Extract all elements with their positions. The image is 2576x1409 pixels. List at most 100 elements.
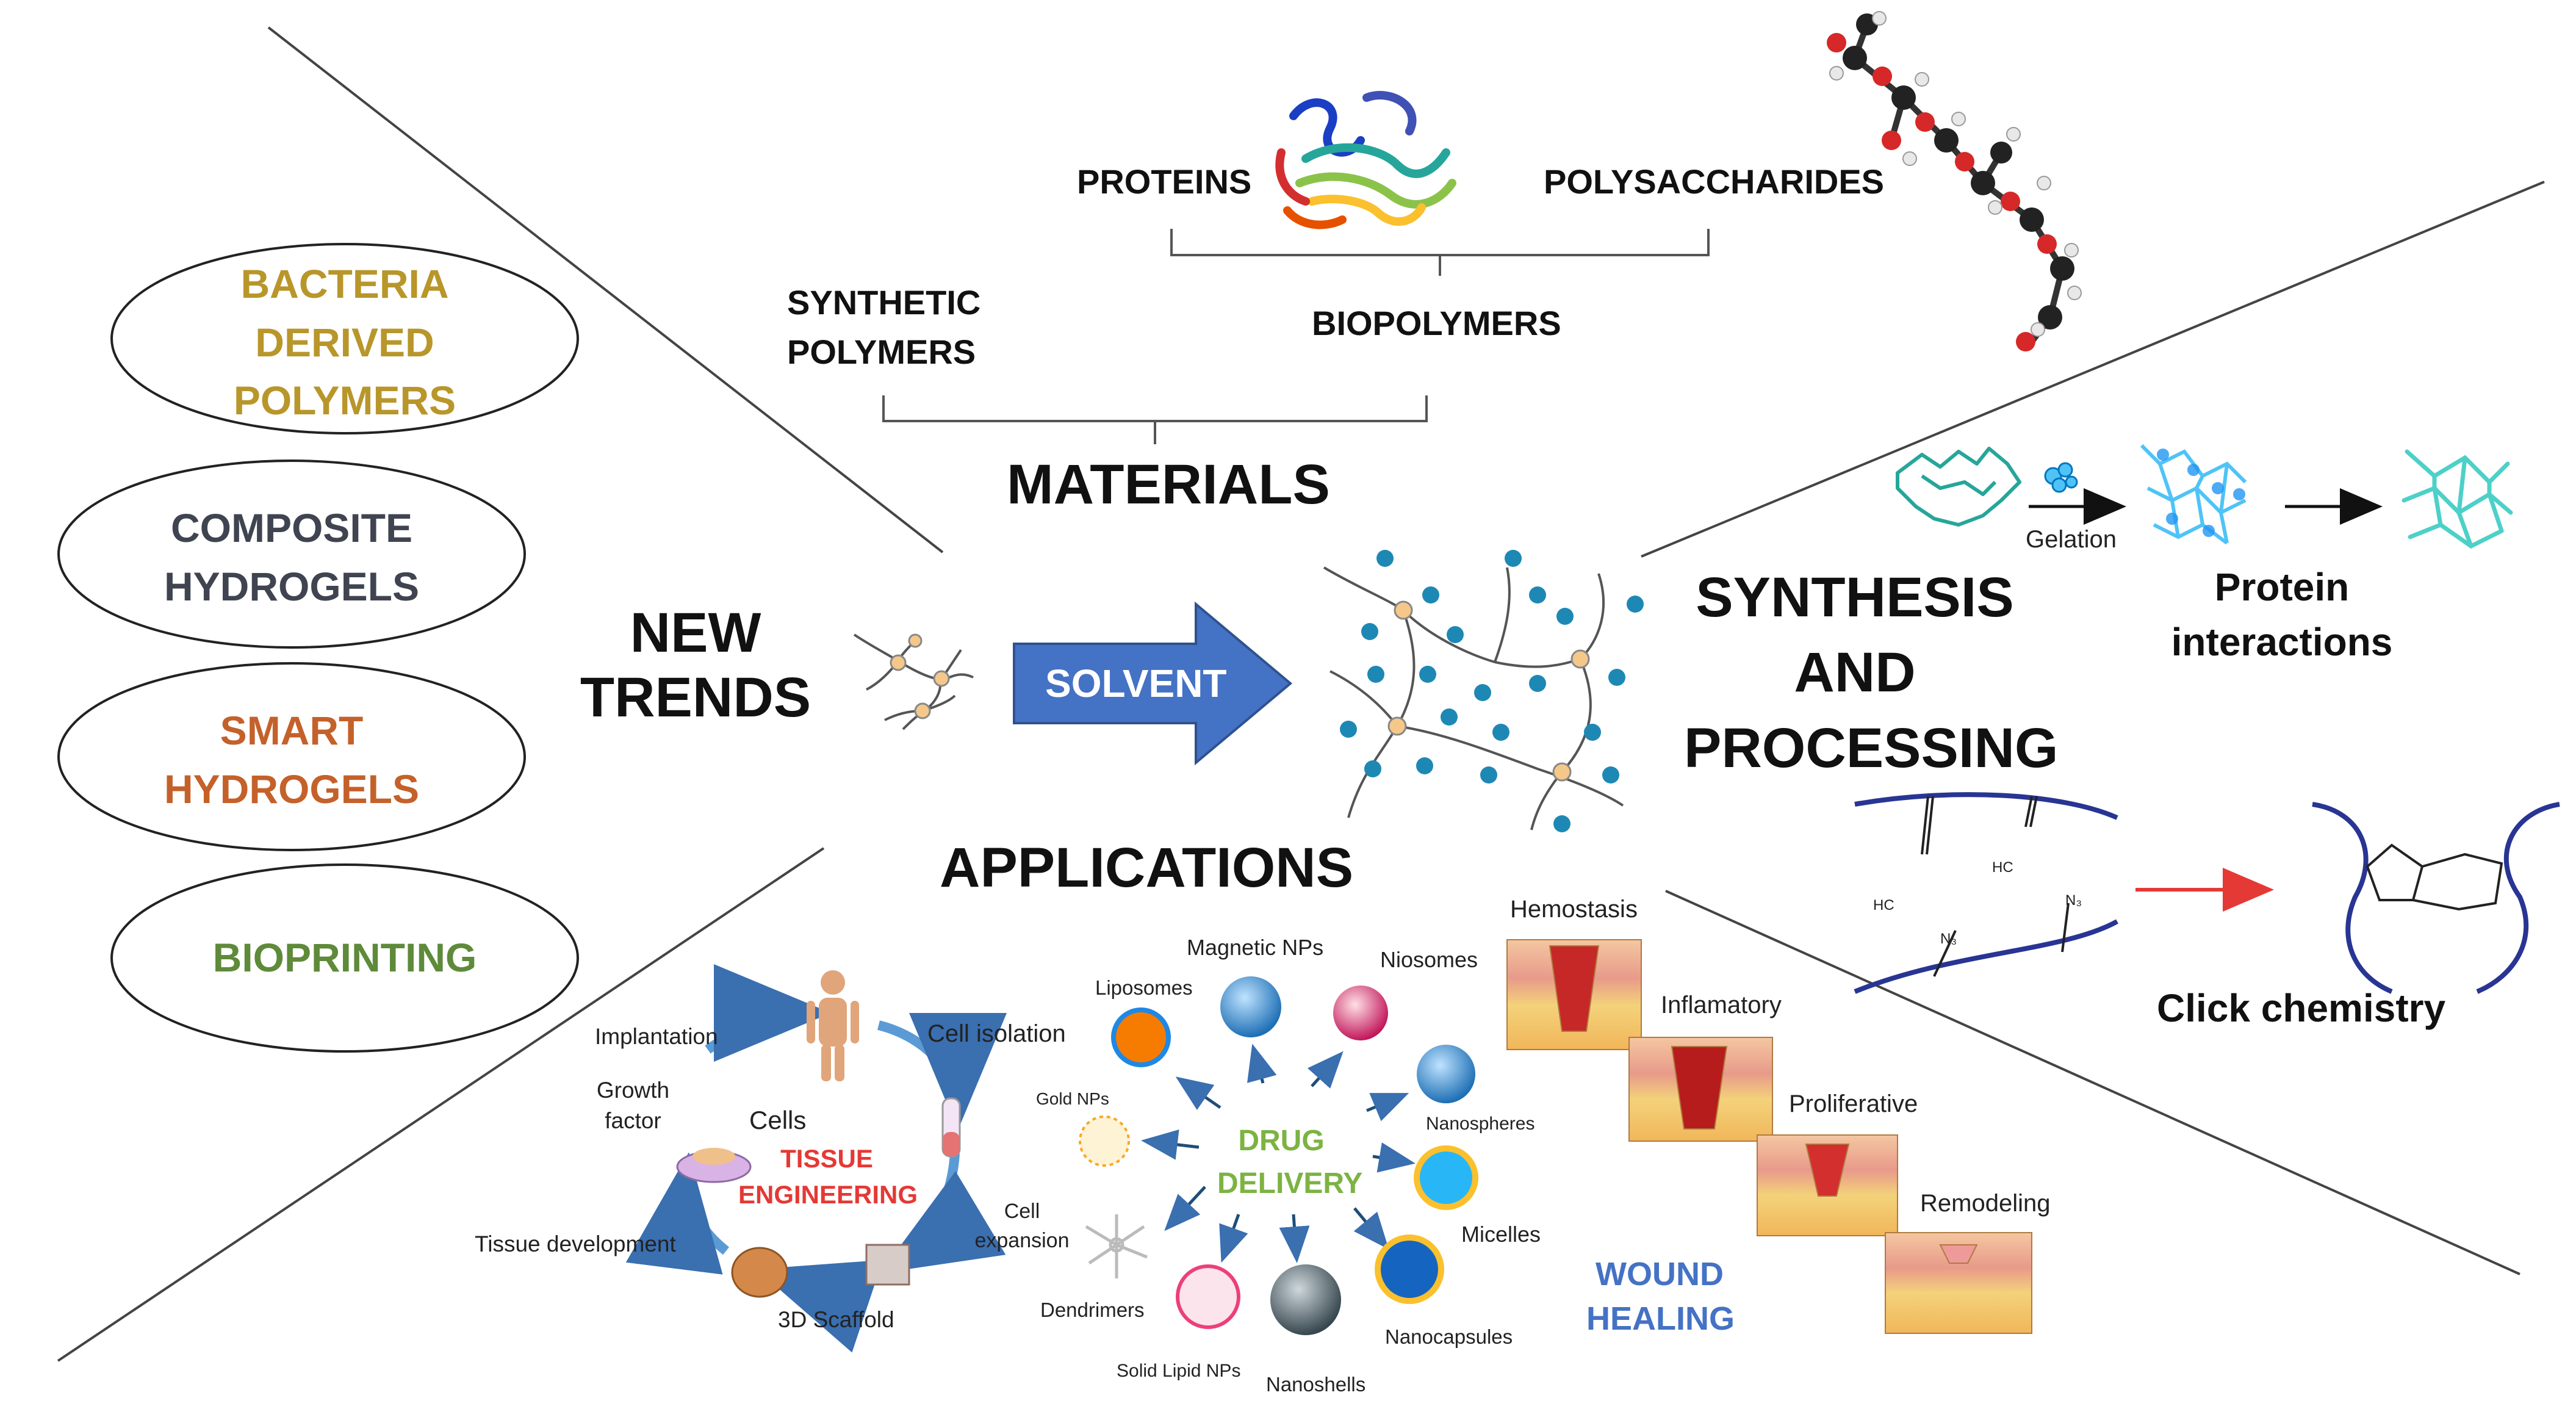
cells-label: Cells — [749, 1106, 807, 1134]
hemostasis-label: Hemostasis — [1510, 896, 1638, 923]
gold-nps-label: Gold NPs — [1036, 1089, 1109, 1108]
protein-structure-image — [1275, 91, 1456, 229]
liposomes-label: Liposomes — [1095, 976, 1193, 999]
synthesis-processing-title: SYNTHESIS AND PROCESSING — [1684, 560, 2059, 786]
scaffold-icon — [731, 1244, 910, 1298]
smart-line-2: HYDROGELS — [164, 766, 420, 812]
nanocapsules-label: Nanocapsules — [1385, 1325, 1513, 1348]
synthesis-line-3: PROCESSING — [1684, 716, 2059, 779]
divider-top-left — [267, 26, 944, 553]
dendrimers-icon — [1085, 1214, 1148, 1278]
bioprinting-label: BIOPRINTING — [210, 929, 479, 987]
gelation-label: Gelation — [2026, 526, 2117, 553]
click-hc-label-2: HC — [1992, 859, 2013, 876]
new-trends-line-1: NEW — [630, 602, 761, 664]
divider-lines — [57, 26, 2545, 1362]
nanospheres-label: Nanospheres — [1426, 1114, 1535, 1134]
tissue-engineering-label: TISSUE ENGINEERING — [738, 1141, 918, 1213]
magnetic-nps-label: Magnetic NPs — [1187, 935, 1324, 960]
growth-factor-line-2: factor — [605, 1108, 661, 1133]
human-figure-icon — [807, 970, 859, 1081]
niosomes-label: Niosomes — [1380, 947, 1478, 972]
bacteria-derived-polymers-label: BACTERIA DERIVED POLYMERS — [223, 255, 467, 430]
click-chemistry-scheme-image — [1854, 792, 2560, 994]
click-n3-label-1: N₃ — [2065, 892, 2082, 909]
divider-bottom-left — [57, 847, 825, 1362]
biopolymers-label: BIOPOLYMERS — [1312, 304, 1561, 342]
bacteria-line-1: BACTERIA — [240, 261, 449, 306]
bracket-materials — [882, 395, 1428, 444]
nanoshells-icon — [1270, 1264, 1341, 1335]
protein-interactions-line-1: Protein — [2214, 565, 2350, 609]
synthesis-line-1: SYNTHESIS — [1696, 566, 2014, 629]
wound-healing-line-2: HEALING — [1586, 1300, 1735, 1337]
divider-top-right — [1641, 181, 2545, 558]
synthesis-line-2: AND — [1794, 641, 1916, 704]
smart-line-1: SMART — [220, 708, 364, 753]
cell-expansion-line-1: Cell — [1004, 1200, 1040, 1223]
bracket-biopolymers — [1170, 229, 1710, 276]
synthetic-polymers-label: SYNTHETIC POLYMERS — [787, 278, 980, 377]
composite-line-2: HYDROGELS — [164, 563, 420, 609]
micelles-label: Micelles — [1461, 1222, 1541, 1247]
growth-factor-label: Growth factor — [589, 1075, 677, 1136]
wound-stage-remodeling — [1885, 1232, 2032, 1334]
nanocapsules-icon — [1375, 1234, 1444, 1304]
tissue-engineering-line-1: TISSUE — [780, 1144, 873, 1173]
nanospheres-icon — [1417, 1045, 1475, 1103]
new-trends-line-2: TRENDS — [580, 666, 811, 729]
wound-healing-line-1: WOUND — [1596, 1256, 1724, 1292]
materials-brackets — [882, 229, 1710, 444]
solid-lipid-nps-label: Solid Lipid NPs — [1117, 1361, 1241, 1381]
test-tube-icon — [941, 1097, 961, 1158]
divider-bottom-right — [1665, 890, 2520, 1275]
composite-line-1: COMPOSITE — [170, 505, 413, 550]
implantation-label: Implantation — [595, 1024, 718, 1049]
protein-interactions-line-2: interactions — [2171, 619, 2393, 664]
wound-stage-inflamatory — [1628, 1037, 1773, 1142]
growth-factor-line-1: Growth — [596, 1078, 670, 1103]
gold-nps-icon — [1079, 1115, 1130, 1167]
ellipse-bacteria — [110, 243, 579, 434]
dendrimers-label: Dendrimers — [1040, 1299, 1145, 1321]
proteins-label: PROTEINS — [1077, 162, 1252, 201]
polysaccharide-molecule-image — [1827, 11, 2082, 351]
petri-dish-icon — [676, 1148, 752, 1183]
cell-expansion-line-2: expansion — [974, 1228, 1070, 1252]
solid-lipid-nps-icon — [1176, 1264, 1240, 1329]
tissue-engineering-cycle-image — [625, 964, 1007, 1353]
solvent-arrow — [1013, 601, 1293, 766]
protein-interactions-label: Protein interactions — [2154, 560, 2410, 669]
click-n3-label-2: N₃ — [1940, 931, 1957, 947]
click-chemistry-label: Click chemistry — [2157, 986, 2446, 1030]
dry-polymer-network-image — [853, 633, 974, 730]
ellipse-composite — [57, 459, 526, 649]
drug-delivery-image — [1079, 976, 1478, 1335]
bacteria-line-3: POLYMERS — [233, 378, 456, 423]
gelation-scheme-image — [1896, 444, 2513, 549]
click-hc-label-1: HC — [1873, 897, 1894, 914]
solvent-particles — [1340, 550, 1644, 832]
ellipse-smart — [57, 662, 526, 851]
wound-stage-proliferative — [1757, 1134, 1898, 1236]
smart-hydrogels-label: SMART HYDROGELS — [157, 702, 426, 818]
wound-healing-label: WOUND HEALING — [1586, 1252, 1735, 1341]
composite-hydrogels-label: COMPOSITE HYDROGELS — [157, 499, 426, 616]
new-trends-ellipses — [57, 243, 579, 1053]
synthetic-line-1: SYNTHETIC — [787, 283, 981, 322]
scaffold-label: 3D Scaffold — [778, 1307, 894, 1332]
proliferative-label: Proliferative — [1789, 1090, 1918, 1117]
nanoshells-label: Nanoshells — [1266, 1373, 1366, 1396]
inflamatory-label: Inflamatory — [1661, 992, 1782, 1018]
wound-healing-image — [1506, 939, 2032, 1334]
solvent-label: SOLVENT — [1045, 661, 1227, 705]
ellipse-bioprinting — [110, 863, 579, 1053]
new-trends-title: NEW TRENDS — [561, 601, 830, 730]
wound-stage-hemostasis — [1506, 939, 1642, 1050]
remodeling-label: Remodeling — [1920, 1190, 2051, 1217]
materials-title: MATERIALS — [1007, 453, 1330, 516]
applications-title: APPLICATIONS — [940, 837, 1354, 899]
micelles-icon — [1414, 1145, 1478, 1210]
tissue-engineering-line-2: ENGINEERING — [738, 1180, 918, 1209]
synthetic-line-2: POLYMERS — [787, 333, 976, 372]
